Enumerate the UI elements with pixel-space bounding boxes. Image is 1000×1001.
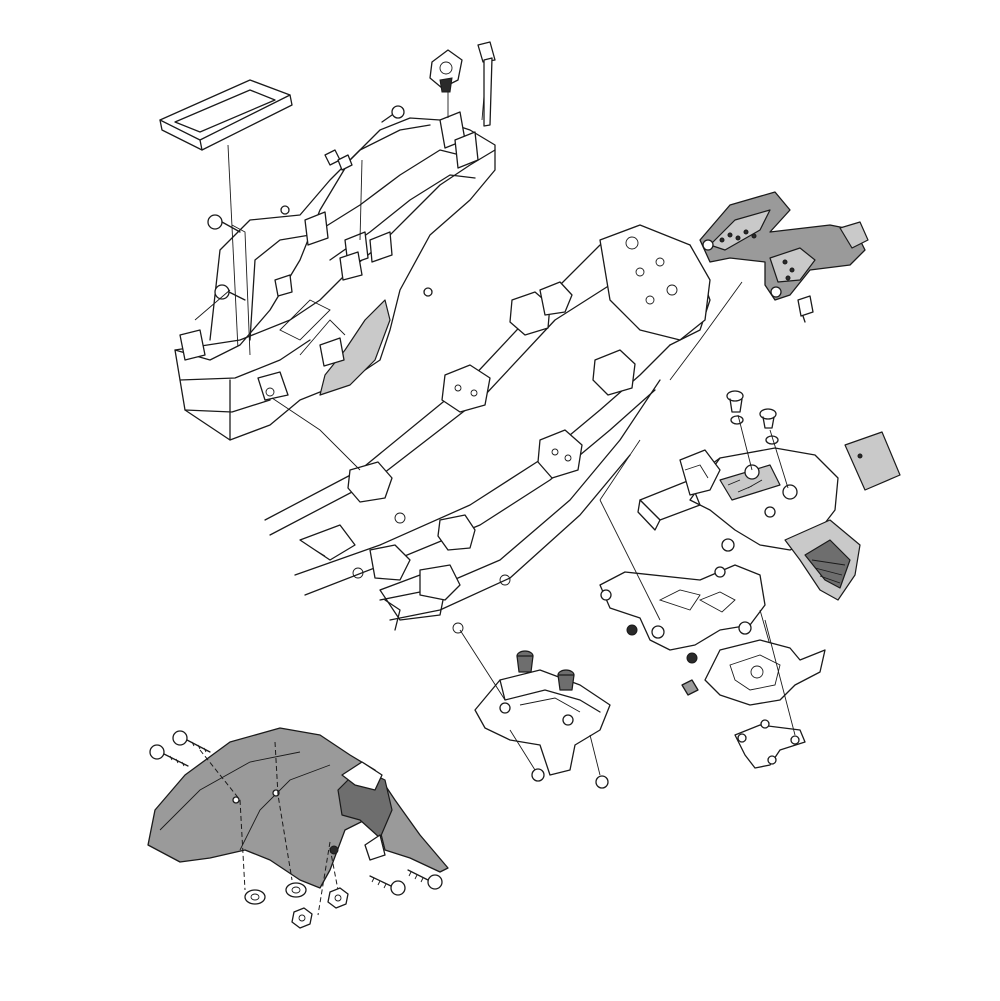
- nut: [291, 907, 313, 929]
- fender-washers: [244, 882, 349, 929]
- bracket-bolt: [595, 775, 609, 789]
- tray-screw: [280, 205, 290, 215]
- license-bracket-housing: [637, 390, 861, 601]
- tail-stay-bracket: [599, 499, 781, 681]
- bolt: [369, 875, 406, 896]
- bracket-damper: [557, 669, 575, 691]
- seat-cushion-pad: [159, 79, 293, 391]
- tray-screw: [423, 287, 433, 297]
- tray-bolt: [214, 284, 246, 301]
- reflector: [844, 431, 901, 491]
- bolt: [149, 744, 189, 767]
- fender-bolts: [149, 730, 443, 896]
- rear-frame: [264, 224, 711, 634]
- rear-mount-bracket: [734, 619, 806, 769]
- bracket-damper: [516, 650, 534, 673]
- rear-under-cowl-tray: [174, 59, 496, 471]
- tray-bolt: [207, 214, 241, 233]
- stay-bolt: [686, 652, 698, 664]
- bolt: [172, 730, 211, 753]
- washer: [244, 889, 266, 905]
- cable-tie: [477, 41, 496, 127]
- stay-bolt: [626, 624, 638, 636]
- housing-collar: [721, 538, 735, 552]
- center-seat-bracket: [459, 629, 611, 789]
- nut: [327, 887, 349, 909]
- bolt: [407, 869, 443, 890]
- housing-grommets: [726, 390, 779, 445]
- cable-clamp: [429, 49, 463, 93]
- grab-bracket-bolt: [797, 295, 814, 323]
- washer: [285, 882, 307, 898]
- front-fender: [147, 727, 449, 916]
- grab-bracket-holes: [719, 229, 795, 281]
- bracket-bolt: [531, 768, 545, 782]
- mounting-plate: [681, 639, 826, 706]
- grab-bracket-right: [599, 191, 869, 501]
- tray-bolt: [381, 105, 405, 123]
